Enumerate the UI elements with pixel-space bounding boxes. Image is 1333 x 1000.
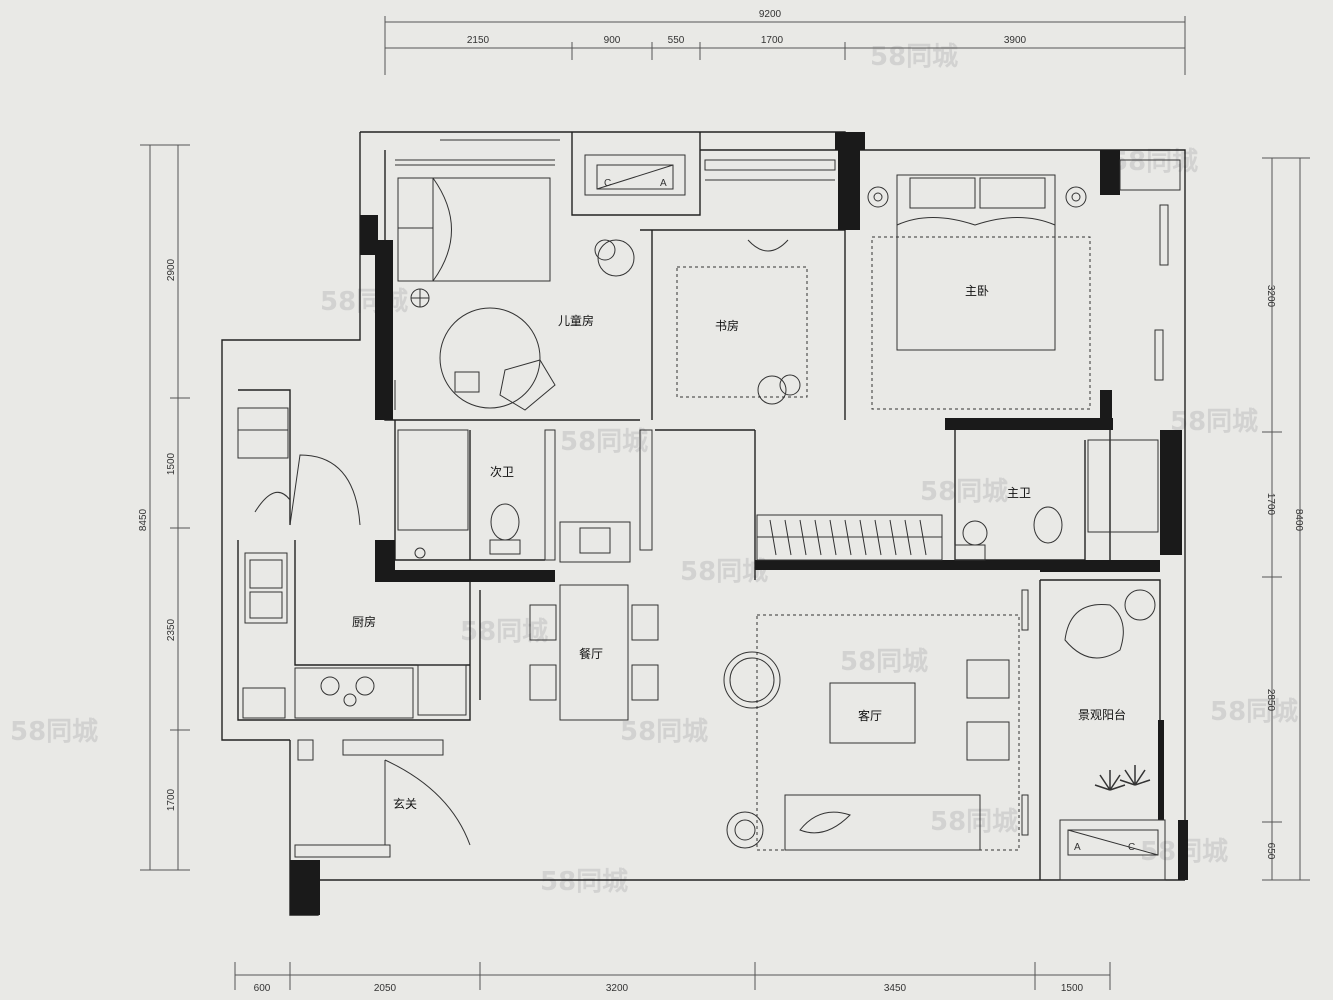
dim-bottom-3: 3200 (606, 983, 629, 994)
master-toilet (1033, 506, 1063, 544)
dim-left-3: 2350 (166, 618, 177, 641)
watermark: 58同城 (930, 807, 1018, 837)
study-rug (676, 266, 808, 398)
watermark: 58同城 (870, 42, 958, 72)
watermark: 58同城 (1170, 407, 1258, 437)
balcony-furniture (1059, 589, 1166, 881)
dim-left-1: 2900 (166, 258, 177, 281)
watermark: 58同城 (540, 867, 628, 897)
watermark: 58同城 (10, 717, 98, 747)
living-rug (756, 614, 1020, 851)
dim-right-4: 650 (1265, 843, 1276, 860)
kids-rug (439, 307, 541, 409)
kitchen-sink (244, 552, 288, 624)
entrance-door (294, 759, 471, 858)
label-second-bath: 次卫 (490, 465, 514, 479)
label-study: 书房 (715, 318, 739, 333)
label-entrance: 玄关 (393, 796, 417, 811)
corridor-wardrobe (756, 514, 943, 561)
label-kids-room: 儿童房 (558, 313, 594, 328)
solid-walls (290, 132, 1188, 915)
lounge-chair (1064, 603, 1124, 659)
balcony-ac-label-a: A (1074, 842, 1081, 853)
dim-top-4: 1700 (761, 35, 784, 46)
kitchen-fixtures (237, 407, 467, 761)
master-bed (896, 174, 1056, 351)
dim-top-3: 550 (668, 35, 685, 46)
watermark: 58同城 (680, 557, 768, 587)
dim-left-total: 8450 (138, 508, 149, 531)
coffee-table (829, 682, 916, 744)
dim-right-1: 3200 (1265, 285, 1276, 308)
plant-icon (1094, 770, 1126, 791)
room-labels: 儿童房 书房 主卧 次卫 主卫 厨房 餐厅 客厅 景观阳台 玄关 (352, 284, 1126, 811)
fridge (417, 664, 467, 716)
ac-label-c: C (604, 178, 611, 189)
dim-bottom-5: 1500 (1061, 983, 1084, 994)
dim-left-4: 1700 (166, 788, 177, 811)
dim-bottom-4: 3450 (884, 983, 907, 994)
label-dining: 餐厅 (579, 646, 603, 661)
master-rug (871, 236, 1091, 410)
sofa (784, 794, 981, 851)
label-living: 客厅 (858, 708, 882, 723)
master-bedroom-furniture (867, 159, 1181, 410)
master-bath-fixtures (954, 439, 1159, 561)
watermark: 58同城 (460, 617, 548, 647)
dim-bottom-2: 2050 (374, 983, 397, 994)
kids-room-furniture (394, 139, 635, 411)
dimension-lines (140, 16, 1310, 990)
stove (294, 667, 414, 719)
label-balcony: 景观阳台 (1078, 707, 1126, 722)
kids-chair (499, 359, 556, 411)
dim-top-1: 2150 (467, 35, 490, 46)
label-master-bath: 主卫 (1007, 486, 1031, 500)
dim-right-2: 1700 (1265, 493, 1276, 516)
dim-bottom-1: 600 (254, 983, 271, 994)
dim-top-total: 9200 (759, 9, 782, 20)
second-bath-fixtures (397, 429, 653, 563)
watermark: 58同城 (560, 427, 648, 457)
shower (397, 429, 469, 531)
dim-top-5: 3900 (1004, 35, 1027, 46)
plant-icon (1119, 765, 1151, 786)
watermark: 58同城 (840, 647, 928, 677)
dim-left-2: 1500 (166, 452, 177, 475)
dining-furniture (529, 584, 659, 721)
dimension-labels: 9200 2150 900 550 1700 3900 8450 2900 15… (138, 9, 1304, 994)
label-kitchen: 厨房 (352, 614, 376, 629)
ac-unit (584, 154, 686, 196)
dim-right-total: 8400 (1293, 509, 1304, 532)
balcony-ac-label-c: C (1128, 842, 1135, 853)
round-table (723, 651, 781, 709)
watermark: 58同城 (320, 287, 408, 317)
dining-table (559, 584, 629, 721)
ac-label-a: A (660, 178, 667, 189)
dim-right-3: 2850 (1265, 689, 1276, 712)
watermark: 58同城 (1210, 697, 1298, 727)
watermark: 58同城 (620, 717, 708, 747)
living-furniture (723, 589, 1029, 851)
master-shower (1087, 439, 1159, 533)
study-furniture (584, 154, 836, 405)
watermark: 58同城 (920, 477, 1008, 507)
watermark: 58同城 (1110, 147, 1198, 177)
label-master-bedroom: 主卧 (965, 284, 989, 298)
dim-top-2: 900 (604, 35, 621, 46)
